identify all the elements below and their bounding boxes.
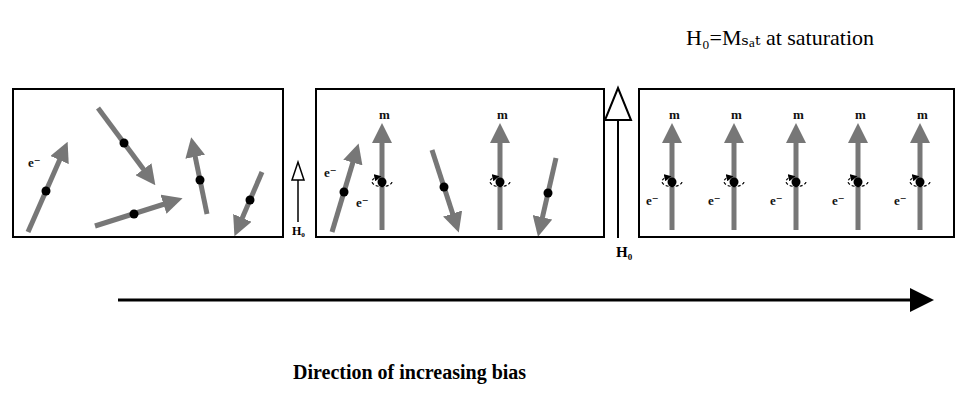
moment-label: m bbox=[917, 108, 928, 121]
field-state-box: e⁻ bbox=[12, 88, 284, 238]
bias-field-arrow-small bbox=[292, 162, 304, 222]
moment-label: m bbox=[669, 108, 680, 121]
field-label: H₀ bbox=[292, 225, 305, 238]
precession-curls bbox=[372, 177, 930, 187]
electron-label: e⁻ bbox=[708, 194, 721, 207]
electron-label: e⁻ bbox=[324, 166, 337, 179]
electron-label: e⁻ bbox=[832, 194, 845, 207]
field-label: H₀ bbox=[616, 244, 632, 261]
electron-label: e⁻ bbox=[28, 156, 41, 169]
field-state-box: e⁻ m e⁻ m bbox=[315, 88, 605, 238]
electron-label: e⁻ bbox=[646, 194, 659, 207]
bias-caption: Direction of increasing bias bbox=[293, 361, 526, 383]
electron-label: e⁻ bbox=[894, 194, 907, 207]
electron-dots bbox=[42, 139, 925, 219]
electron-label: e⁻ bbox=[770, 194, 783, 207]
field-state-box: m e⁻ m e⁻ m e⁻ m e⁻ m e⁻ bbox=[638, 88, 955, 238]
bias-field-arrow-large bbox=[605, 88, 631, 238]
bias-direction-arrow bbox=[118, 299, 928, 302]
moment-label: m bbox=[855, 108, 866, 121]
saturation-note: H₀=Mₛₐₜ at saturation bbox=[686, 26, 874, 50]
moment-label: m bbox=[379, 108, 390, 121]
moment-label: m bbox=[497, 108, 508, 121]
moment-arrows bbox=[28, 108, 920, 232]
moment-label: m bbox=[731, 108, 742, 121]
moment-label: m bbox=[793, 108, 804, 121]
electron-label: e⁻ bbox=[356, 196, 369, 209]
